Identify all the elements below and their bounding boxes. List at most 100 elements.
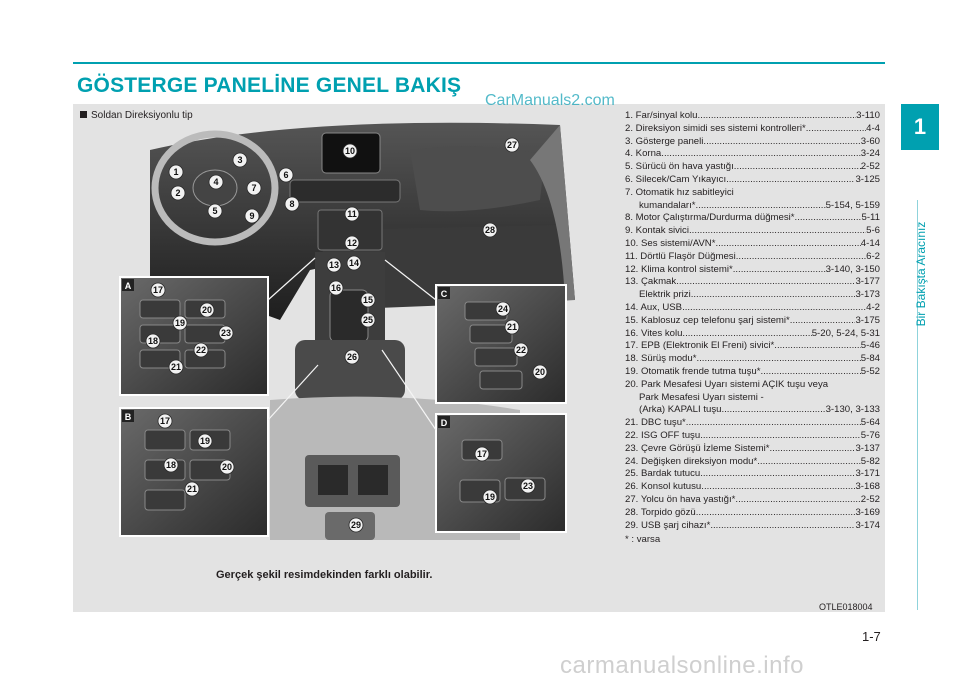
legend-item: 2. Direksiyon simidi ses sistemi kontrol… [625,123,880,136]
legend-label: 25. Bardak tutucu [625,468,701,480]
legend-page: 5-64 [860,417,880,429]
legend-label: 23. Çevre Görüşü İzleme Sistemi* [625,442,770,454]
legend-label: 26. Konsol kutusu [625,481,702,493]
legend-label: 29. USB şarj cihazı* [625,519,711,531]
legend-leader [676,276,855,289]
legend-item-continued: kumandaları*5-154, 5-159 [625,200,880,213]
legend-leader [661,148,861,161]
legend-label: 10. Ses sistemi/AVN* [625,237,716,249]
legend-page: 5-76 [860,429,880,441]
legend-label: 24. Değişken direksiyon modu* [625,455,758,467]
legend-leader [735,494,860,507]
legend-item: 7. Otomatik hız sabitleyici [625,186,734,198]
legend-label: 2. Direksiyon simidi ses sistemi kontrol… [625,122,806,134]
legend-page: 4-2 [866,301,880,313]
legend-item: 9. Kontak sivici5-6 [625,225,880,238]
legend-page: 5-20, 5-24, 5-31 [811,327,880,339]
legend-label: 15. Kablosuz cep telefonu şarj sistemi* [625,314,790,326]
legend-leader [701,481,855,494]
legend-item: 6. Silecek/Cam Yıkayıcı 3-125 [625,174,880,187]
legend-label: 5. Sürücü ön hava yastığı [625,161,734,173]
legend-leader [696,200,826,213]
legend-label: (Arka) KAPALI tuşu [639,404,722,416]
legend-leader [721,404,825,417]
legend-page: 3-175 [855,314,880,326]
legend-item: 21. DBC tuşu* 5-64 [625,417,880,430]
legend-leader [726,174,855,187]
chapter-tab: 1 [901,104,939,150]
legend-item: 3. Gösterge paneli 3-60 [625,136,880,149]
legend-item: 4. Korna 3-24 [625,148,880,161]
legend-label: 8. Motor Çalıştırma/Durdurma düğmesi* [625,212,795,224]
legend-page: 3-24 [860,148,880,160]
legend-label: 18. Sürüş modu* [625,353,697,365]
legend-page: 3-125 [855,173,880,185]
legend-label: 27. Yolcu ön hava yastığı* [625,493,736,505]
figure-note: Gerçek şekil resimdekinden farklı olabil… [216,569,433,581]
chapter-number: 1 [913,114,927,139]
legend-item: 19. Otomatik frende tutma tuşu*5-52 [625,366,880,379]
page-number: 1-7 [862,629,881,644]
legend-leader [790,315,856,328]
legend-leader [770,443,856,456]
legend-item-continued: Park Mesafesi Uyarı sistemi - [625,392,880,405]
legend-item: 11. Dörtlü Flaşör Düğmesi6-2 [625,251,880,264]
legend-label: 11. Dörtlü Flaşör Düğmesi [625,250,736,262]
legend-page: 5-11 [861,212,881,224]
legend-item: 22. ISG OFF tuşu5-76 [625,430,880,443]
legend-leader [691,289,856,302]
legend-footnote: * : varsa [625,534,661,546]
legend-page: 3-171 [855,468,880,480]
page-heading: GÖSTERGE PANELİNE GENEL BAKIŞ [77,74,462,97]
legend-label: 6. Silecek/Cam Yıkayıcı [625,173,727,185]
legend-item: 8. Motor Çalıştırma/Durdurma düğmesi* 5-1… [625,212,880,225]
legend-label: 13. Çakmak [625,276,677,288]
legend-item: Elektrik prizi3-173 [625,289,880,302]
legend-item: 26. Konsol kutusu 3-168 [625,481,880,494]
legend-leader [700,430,861,443]
variant-text: Soldan Direksiyonlu tip [91,110,193,121]
legend-page: 3-130, 3-133 [825,404,880,416]
legend-item: 1. Far/sinyal kolu3-110 [625,110,880,123]
legend-item: 15. Kablosuz cep telefonu şarj sistemi* 3… [625,315,880,328]
legend-leader [715,238,860,251]
footer-watermark: carmanualsonline.info [560,652,804,679]
legend-page: 5-154, 5-159 [825,199,880,211]
legend-page: 3-174 [855,519,880,531]
watermark-text: CarManuals2.com [485,92,615,109]
legend-label: 9. Kontak sivici [625,225,689,237]
top-rule [73,62,885,64]
legend-item: 25. Bardak tutucu 3-171 [625,468,880,481]
legend-item: 20. Park Mesafesi Uyarı sistemi AÇIK tuş… [625,378,829,390]
legend-leader [806,123,866,136]
legend-leader [733,264,826,277]
legend-page: 2-52 [860,493,880,505]
legend-label: 3. Gösterge paneli [625,135,704,147]
legend-page: 3-60 [860,135,880,147]
legend-item: 14. Aux, USB 4-2 [625,302,880,315]
legend-page: 3-168 [855,481,880,493]
legend-label: 4. Korna [625,148,662,160]
legend-page: 3-110 [856,110,880,121]
legend-page: 4-14 [860,237,880,249]
legend-label: 14. Aux, USB [625,301,683,313]
legend-item: 16. Vites kolu5-20, 5-24, 5-31 [625,328,880,341]
legend-label: 21. DBC tuşu* [625,417,686,429]
legend-item: 17. EPB (Elektronik El Freni) sivici* 5-4… [625,340,880,353]
legend-item: 29. USB şarj cihazı* 3-174 [625,520,880,533]
chapter-title: Bir Bakışta Aracınız [914,221,928,327]
legend-item: 23. Çevre Görüşü İzleme Sistemi*3-137 [625,443,880,456]
legend-leader [696,507,856,520]
legend-leader [734,161,861,174]
legend-label: 17. EPB (Elektronik El Freni) sivici* [625,340,775,352]
legend-leader [696,353,860,366]
legend-leader [774,340,861,353]
legend-page: 4-4 [866,122,880,134]
legend-item-continued: (Arka) KAPALI tuşu 3-130, 3-133 [625,404,880,417]
legend-label: 12. Klima kontrol sistemi* [625,263,733,275]
variant-label: Soldan Direksiyonlu tip [80,110,193,121]
legend-page: 5-46 [860,340,880,352]
legend-leader [710,520,855,533]
legend-leader [682,302,866,315]
